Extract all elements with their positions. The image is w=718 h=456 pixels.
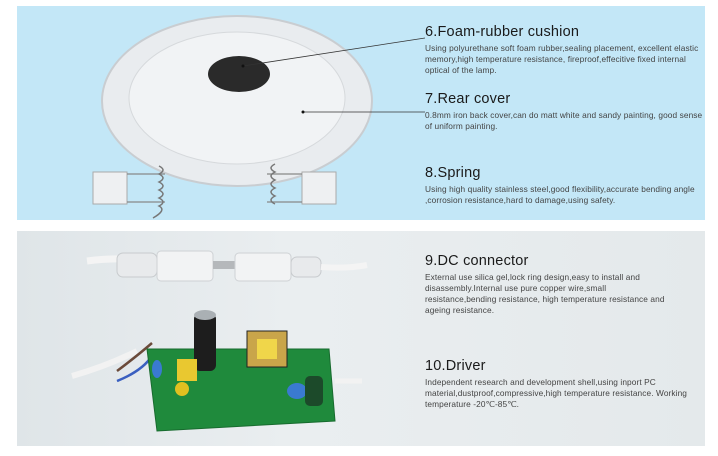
feature-description: External use silica gel,lock ring design… — [425, 272, 665, 315]
feature-title: 8.Spring — [425, 165, 481, 181]
feature-description: Using polyurethane soft foam rubber,seal… — [425, 43, 699, 75]
rear-cover-illustration — [92, 15, 426, 219]
leader-line-foam — [242, 37, 426, 67]
foam-cushion — [208, 56, 270, 92]
feature-spring: 8.Spring Using high quality stainless st… — [425, 165, 705, 206]
driver-board — [71, 310, 362, 432]
bottom-panel: 9.DC connector External use silica gel,l… — [17, 231, 705, 446]
feature-foam-cushion: 6.Foam-rubber cushion Using polyurethane… — [425, 24, 705, 76]
spring-right — [267, 163, 337, 205]
rear-cover-inner — [128, 31, 346, 165]
spring-left — [92, 165, 165, 219]
feature-dc-connector: 9.DC connector External use silica gel,l… — [425, 253, 705, 316]
feature-title: 7.Rear cover — [425, 91, 511, 107]
feature-title: 6.Foam-rubber cushion — [425, 24, 580, 40]
top-panel: 6.Foam-rubber cushion Using polyurethane… — [17, 6, 705, 220]
feature-description: Independent research and development she… — [425, 377, 688, 409]
feature-title: 10.Driver — [425, 358, 486, 374]
feature-title: 9.DC connector — [425, 253, 529, 269]
feature-rear-cover: 7.Rear cover 0.8mm iron back cover,can d… — [425, 91, 705, 132]
dc-connector — [86, 250, 368, 282]
feature-driver: 10.Driver Independent research and devel… — [425, 358, 705, 410]
components-illustration — [71, 250, 368, 432]
feature-description: Using high quality stainless steel,good … — [425, 184, 695, 205]
feature-description: 0.8mm iron back cover,can do matt white … — [425, 110, 703, 131]
